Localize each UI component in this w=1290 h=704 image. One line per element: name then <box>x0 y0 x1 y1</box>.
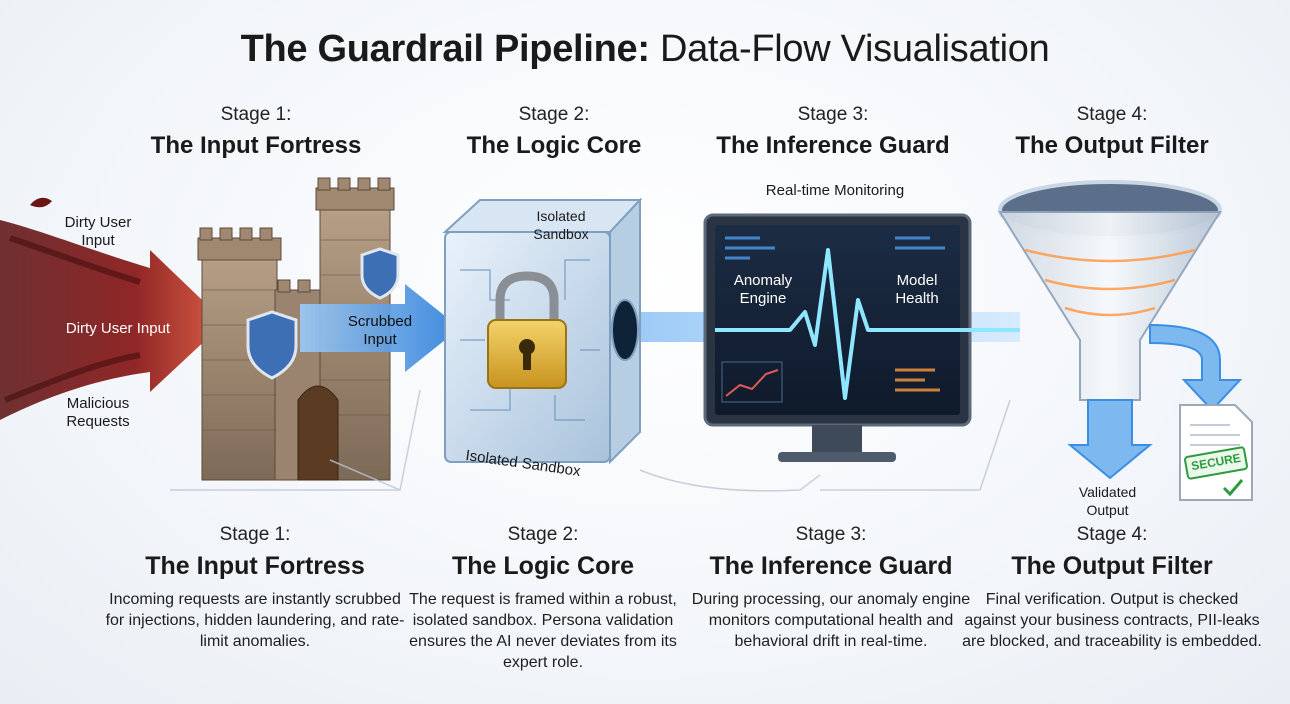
stage-4-header: Stage 4: The Output Filter <box>962 104 1262 160</box>
page-title: The Guardrail Pipeline: Data-Flow Visual… <box>0 28 1290 71</box>
stage-4-name-bottom: The Output Filter <box>1011 552 1213 580</box>
heartbeat-icon <box>715 248 1020 400</box>
stage-4-number-bottom: Stage 4: <box>1076 524 1148 545</box>
dirty-input-label-top: Dirty User Input <box>64 214 132 249</box>
stage-4-number: Stage 4: <box>1076 104 1148 125</box>
stage-2-description-block: Stage 2: The Logic Core The request is f… <box>393 524 693 673</box>
anomaly-engine-label: Anomaly Engine <box>733 272 793 307</box>
funnel-icon <box>998 180 1222 401</box>
stage-2-number-bottom: Stage 2: <box>507 524 579 545</box>
stage-4-description-block: Stage 4: The Output Filter Final verific… <box>962 524 1262 652</box>
stage-3-number-bottom: Stage 3: <box>795 524 867 545</box>
stage-1-number: Stage 1: <box>220 104 292 125</box>
stage-2-name: The Logic Core <box>466 132 642 159</box>
padlock-icon <box>487 271 567 389</box>
title-rest: Data-Flow Visualisation <box>659 28 1050 70</box>
realtime-monitoring-label: Real-time Monitoring <box>765 182 905 199</box>
validated-arrow <box>1067 399 1153 480</box>
scrubbed-arrow <box>300 284 460 372</box>
malicious-requests-label: Malicious Requests <box>66 395 130 430</box>
stage-1-number-bottom: Stage 1: <box>219 524 291 545</box>
dirty-input-label-mid: Dirty User Input <box>65 320 171 337</box>
stage-3-description: During processing, our anomaly engine mo… <box>691 591 971 650</box>
stage-3-name-bottom: The Inference Guard <box>709 552 953 580</box>
validated-output-label: Validated Output <box>1078 484 1137 518</box>
stage-1-header: Stage 1: The Input Fortress <box>106 104 406 160</box>
scrubbed-input-label: Scrubbed Input <box>347 313 413 348</box>
isolated-sandbox-label-top: Isolated Sandbox <box>533 208 589 242</box>
stage-3-name: The Inference Guard <box>716 132 950 159</box>
stage-2-name-bottom: The Logic Core <box>452 552 634 580</box>
connector-lines <box>170 389 1011 492</box>
shield-icon <box>246 310 298 380</box>
sandbox-cube <box>442 197 643 465</box>
model-health-label: Model Health <box>895 272 939 307</box>
stage-3-description-block: Stage 3: The Inference Guard During proc… <box>681 524 981 652</box>
stage-1-name: The Input Fortress <box>150 132 362 159</box>
stage-2-header: Stage 2: The Logic Core <box>404 104 704 160</box>
stage-1-description-block: Stage 1: The Input Fortress Incoming req… <box>105 524 405 652</box>
document-icon <box>1179 404 1253 501</box>
stage-2-number: Stage 2: <box>518 104 590 125</box>
checkmark-icon <box>1222 479 1244 497</box>
stage-2-description: The request is framed within a robust, i… <box>409 591 677 671</box>
threat-flow <box>0 197 225 420</box>
stage-1-description: Incoming requests are instantly scrubbed… <box>105 591 405 650</box>
secure-arrow <box>1149 323 1243 412</box>
stage-1-name-bottom: The Input Fortress <box>145 552 365 580</box>
stage-3-number: Stage 3: <box>797 104 869 125</box>
title-bold: The Guardrail Pipeline: <box>240 28 650 70</box>
stage-3-header: Stage 3: The Inference Guard <box>683 104 983 160</box>
stage-4-name: The Output Filter <box>1015 132 1209 159</box>
stage-4-description: Final verification. Output is checked ag… <box>962 591 1262 650</box>
